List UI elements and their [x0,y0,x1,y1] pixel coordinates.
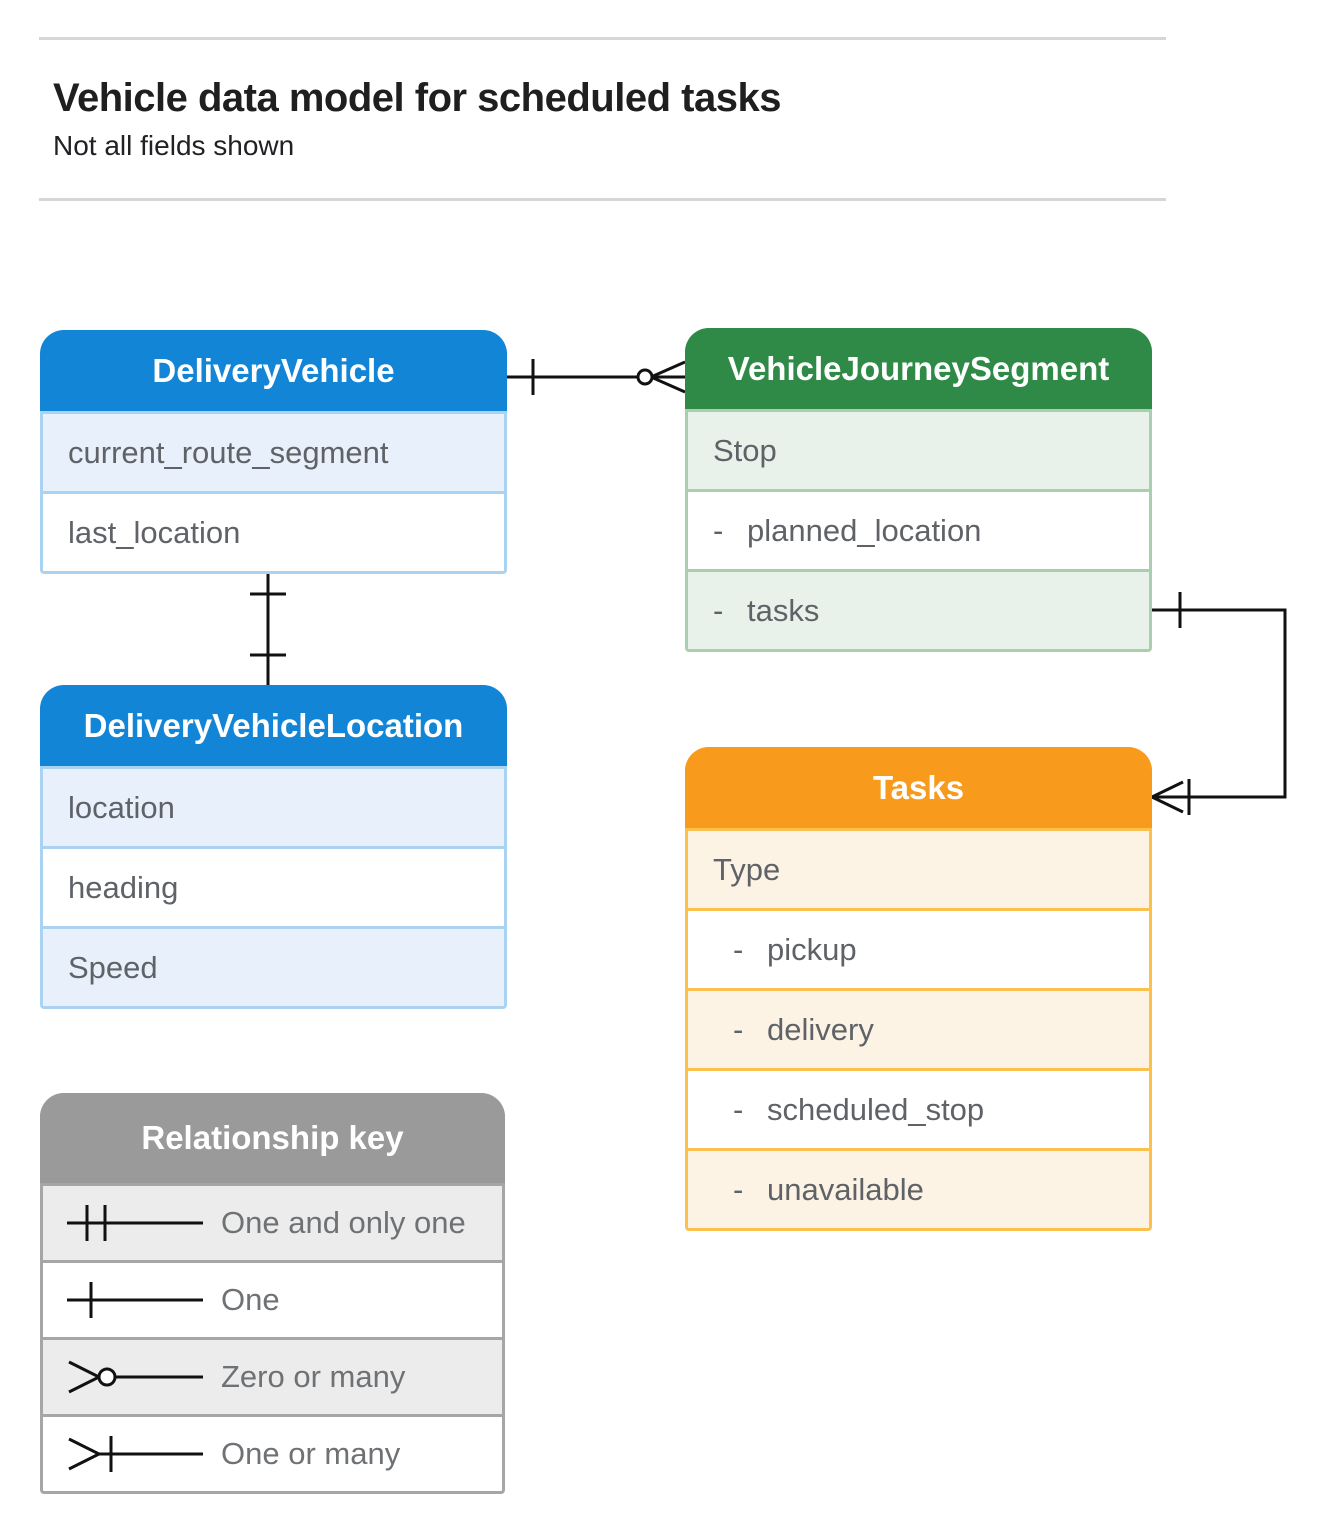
top-divider [39,37,1166,40]
field-label: current_route_segment [68,434,389,470]
field-label: location [68,789,175,825]
relationship-key-title: Relationship key [40,1093,505,1183]
field-label: unavailable [767,1171,924,1207]
field-row: - pickup [688,908,1149,988]
field-row: last_location [43,491,504,571]
entity-title-tasks: Tasks [685,747,1152,828]
field-row: heading [43,846,504,926]
field-dash: - [733,1091,744,1127]
legend-row: One or many [43,1414,502,1491]
legend-label: One or many [221,1436,401,1471]
field-label: heading [68,869,179,905]
field-row: Stop [688,409,1149,489]
one-symbol-icon [67,1282,203,1318]
field-row: - delivery [688,988,1149,1068]
field-row: Type [688,828,1149,908]
field-label: Type [713,851,781,887]
field-dash: - [713,592,724,628]
legend-row: One and only one [43,1183,502,1260]
entity-vehicle-journey-segment: VehicleJourneySegment Stop - planned_loc… [685,328,1152,652]
one-or-many-symbol-icon [68,1436,203,1472]
field-dash: - [713,512,724,548]
legend-row: One [43,1260,502,1337]
crow-foot-leg [650,375,686,394]
field-label: last_location [68,514,241,550]
subtitle-divider [39,198,1166,201]
legend-row: Zero or many [43,1337,502,1414]
field-row: - unavailable [688,1148,1149,1228]
field-label: tasks [747,592,820,628]
entity-delivery-vehicle: DeliveryVehicle current_route_segment la… [40,330,507,574]
field-label: planned_location [747,512,982,548]
legend-label: Zero or many [221,1359,406,1394]
connector-deliveryvehicle-vehiclejourneysegment [507,359,686,395]
legend-label: One [221,1282,280,1317]
zero-circle [636,368,654,386]
entity-tasks: Tasks Type - pickup - delivery - schedul… [685,747,1152,1231]
field-label: scheduled_stop [767,1091,985,1127]
connector-deliveryvehicle-deliveryvehiclelocation [250,568,286,685]
field-row: - tasks [688,569,1149,649]
zero-or-many-symbol-icon [68,1360,203,1394]
field-dash: - [733,931,744,967]
page-subtitle: Not all fields shown [53,130,295,161]
field-label: Speed [68,949,158,985]
relationship-key: Relationship key One and only one One [40,1093,505,1494]
crow-foot-leg [650,360,686,379]
entity-title-vehicle-journey-segment: VehicleJourneySegment [685,328,1152,409]
field-row: current_route_segment [43,411,504,491]
legend-label: One and only one [221,1205,466,1240]
crow-foot-leg [1151,780,1184,799]
page-title: Vehicle data model for scheduled tasks [53,76,781,120]
one-and-only-one-symbol-icon [67,1205,203,1241]
field-row: Speed [43,926,504,1006]
field-row: location [43,766,504,846]
connector-vehiclejourneysegment-tasks [1151,592,1287,815]
entity-title-delivery-vehicle-location: DeliveryVehicleLocation [40,685,507,766]
field-row: - scheduled_stop [688,1068,1149,1148]
field-label: pickup [767,931,857,967]
field-dash: - [733,1011,744,1047]
crow-foot-leg [1151,795,1184,814]
entity-title-delivery-vehicle: DeliveryVehicle [40,330,507,411]
field-label: delivery [767,1011,874,1047]
field-label: Stop [713,432,777,468]
entity-delivery-vehicle-location: DeliveryVehicleLocation location heading… [40,685,507,1009]
field-dash: - [733,1171,744,1207]
field-row: - planned_location [688,489,1149,569]
